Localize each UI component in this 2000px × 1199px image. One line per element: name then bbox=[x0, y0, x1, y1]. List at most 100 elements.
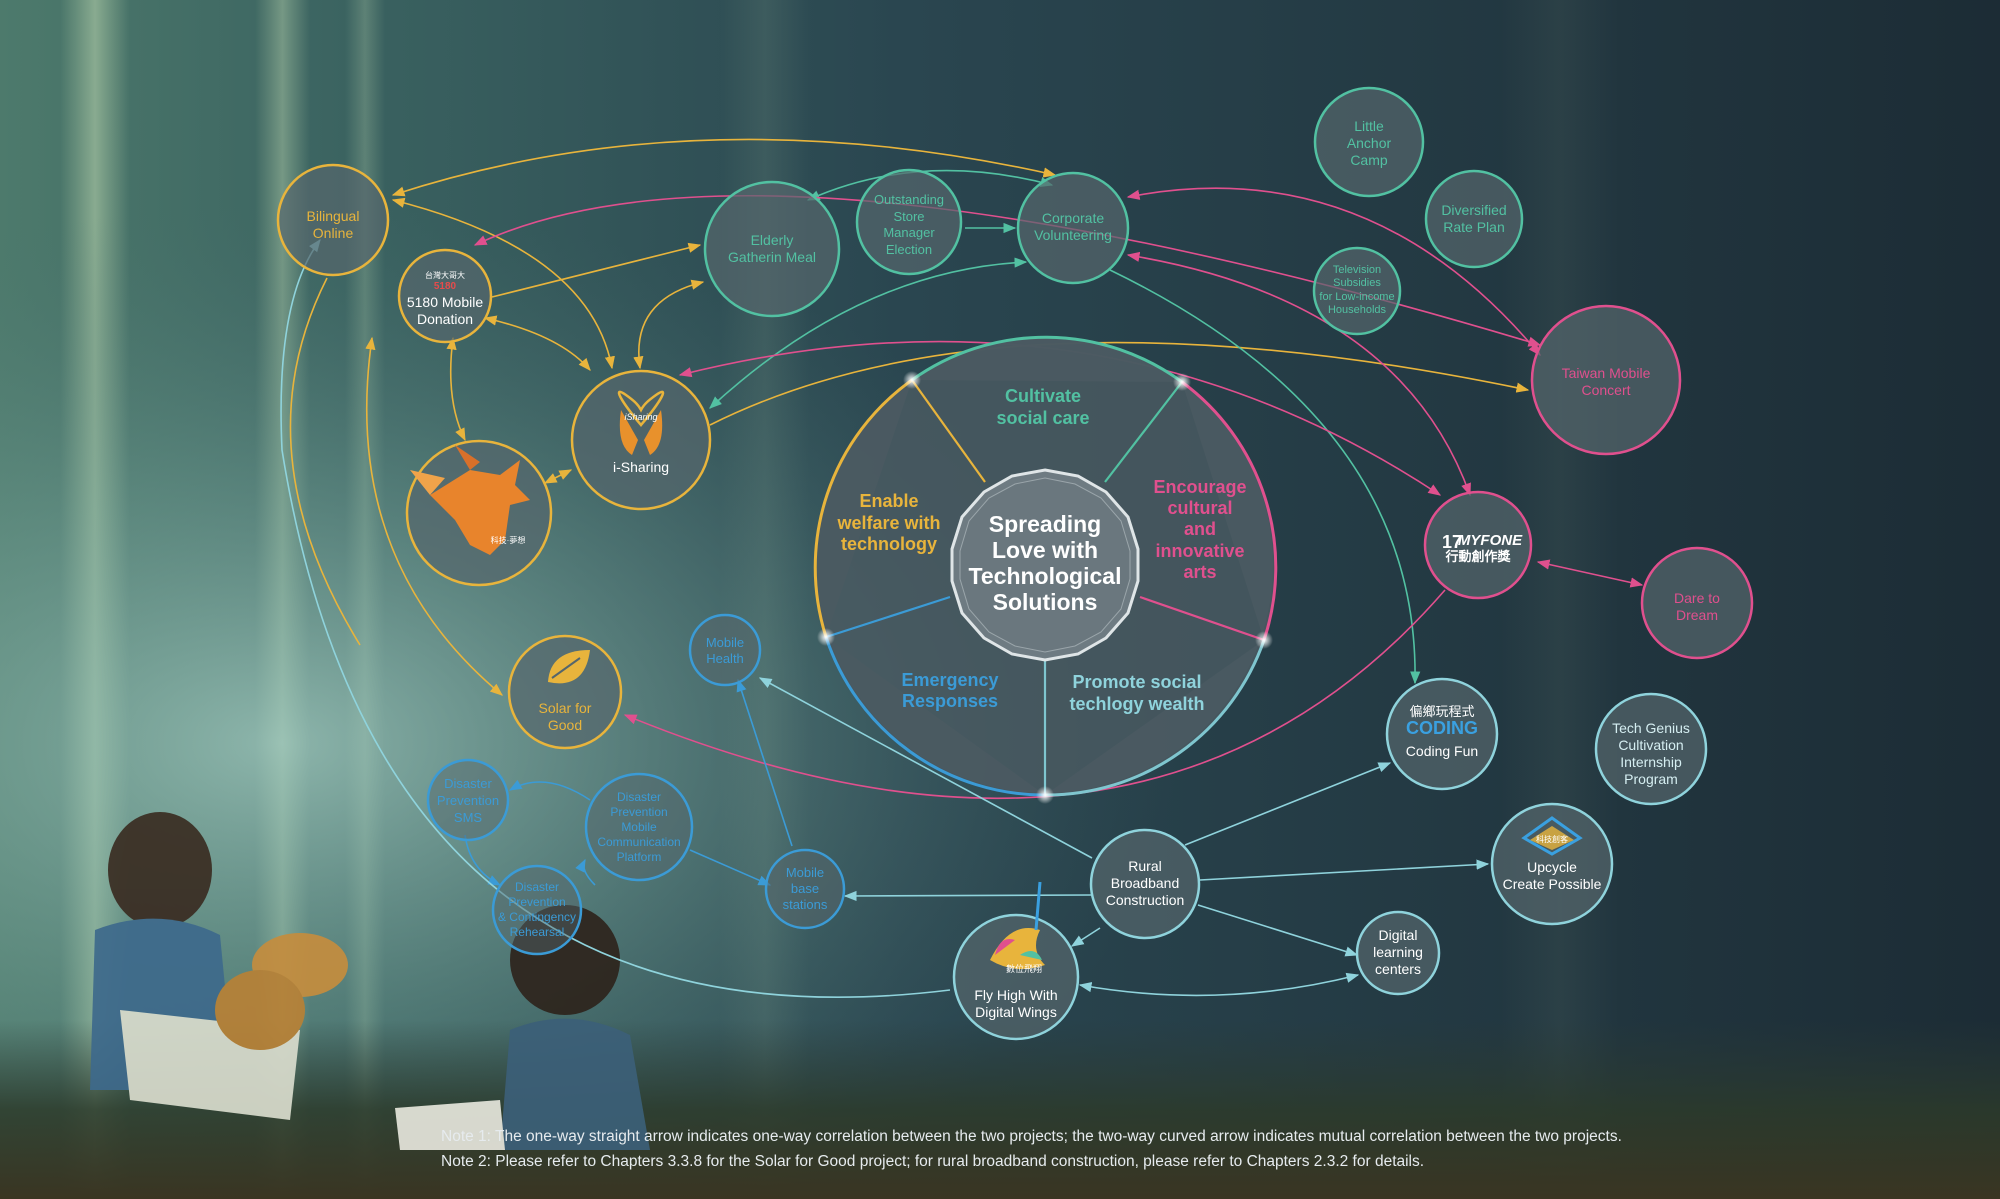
node-pegasus[interactable]: 科技·夢想 bbox=[405, 439, 553, 587]
svg-text:Emergency: Emergency bbox=[901, 670, 998, 690]
svg-text:5180: 5180 bbox=[434, 281, 457, 292]
svg-text:learning: learning bbox=[1373, 944, 1423, 960]
center-title: Spreading Love with Technological Soluti… bbox=[969, 511, 1122, 615]
svg-text:Encourage: Encourage bbox=[1153, 477, 1246, 497]
svg-text:Online: Online bbox=[313, 225, 354, 241]
svg-text:centers: centers bbox=[1375, 961, 1421, 977]
svg-text:cultural: cultural bbox=[1167, 498, 1232, 518]
node-elderly-gathering-meal[interactable]: Elderly Gatherin Meal bbox=[703, 180, 841, 318]
pegasus-icon: 科技·夢想 bbox=[410, 445, 530, 555]
node-fly-high-digital-wings[interactable]: 數位飛翔 Fly High With Digital Wings bbox=[952, 881, 1080, 1041]
svg-text:台灣大哥大: 台灣大哥大 bbox=[425, 270, 465, 280]
footnotes: Note 1: The one-way straight arrow indic… bbox=[441, 1124, 1622, 1174]
node-digital-learning-centers[interactable]: Digital learning centers bbox=[1355, 910, 1441, 996]
heart-hands-icon: iSharing bbox=[617, 390, 665, 455]
svg-text:Concert: Concert bbox=[1581, 382, 1630, 398]
svg-text:iSharing: iSharing bbox=[624, 412, 657, 422]
node-disaster-prevention-sms[interactable]: Disaster Prevention SMS bbox=[426, 758, 510, 842]
node-disaster-contingency-rehearsal[interactable]: Disaster Prevention & Contingency Rehear… bbox=[491, 864, 583, 956]
node-disaster-prevention-platform[interactable]: Disaster Prevention Mobile Communication… bbox=[584, 772, 694, 882]
svg-text:Diversified: Diversified bbox=[1441, 202, 1506, 218]
node-diversified-rate-plan[interactable]: Diversified Rate Plan bbox=[1424, 169, 1524, 269]
svg-text:Digital: Digital bbox=[1379, 927, 1418, 943]
svg-text:welfare with: welfare with bbox=[836, 513, 940, 533]
svg-text:techlogy wealth: techlogy wealth bbox=[1069, 694, 1204, 714]
svg-text:Prevention: Prevention bbox=[437, 793, 499, 808]
svg-text:Dream: Dream bbox=[1676, 607, 1718, 623]
svg-text:科技·夢想: 科技·夢想 bbox=[491, 535, 526, 545]
svg-text:Households: Households bbox=[1328, 304, 1387, 316]
node-television-subsidies[interactable]: Television Subsidies for Low-income Hous… bbox=[1312, 246, 1402, 336]
svg-text:Coding Fun: Coding Fun bbox=[1406, 743, 1478, 759]
svg-text:Disaster: Disaster bbox=[617, 790, 661, 804]
node-mobile-health[interactable]: Mobile Health bbox=[688, 613, 762, 687]
node-myfone-creation-award[interactable]: 17 MYFONE 行動創作獎 bbox=[1423, 490, 1533, 600]
central-wheel bbox=[813, 335, 1278, 804]
node-mobile-base-stations[interactable]: Mobile base stations bbox=[764, 848, 846, 930]
node-bilingual-online[interactable]: Bilingual Online bbox=[276, 163, 390, 277]
svg-text:Disaster: Disaster bbox=[515, 880, 559, 894]
myfone-logo: 17 MYFONE 行動創作獎 bbox=[1442, 532, 1523, 564]
svg-text:Election: Election bbox=[886, 242, 932, 257]
node-corporate-volunteering[interactable]: Corporate Volunteering bbox=[1016, 171, 1130, 285]
svg-text:Enable: Enable bbox=[859, 491, 918, 511]
svg-text:Construction: Construction bbox=[1106, 892, 1185, 908]
svg-text:Broadband: Broadband bbox=[1111, 875, 1180, 891]
node-outstanding-store-manager[interactable]: Outstanding Store Manager Election bbox=[855, 168, 963, 276]
note-1: Note 1: The one-way straight arrow indic… bbox=[441, 1128, 1622, 1145]
node-dare-to-dream[interactable]: Dare to Dream bbox=[1640, 546, 1754, 660]
note-2: Note 2: Please refer to Chapters 3.3.8 f… bbox=[441, 1153, 1425, 1170]
svg-text:arts: arts bbox=[1183, 562, 1216, 582]
svg-text:Health: Health bbox=[706, 651, 744, 666]
leaf-solar-icon bbox=[548, 650, 590, 684]
svg-text:Good: Good bbox=[548, 717, 582, 733]
svg-text:Disaster: Disaster bbox=[444, 776, 492, 791]
coding-logo: 偏鄉玩程式 CODING bbox=[1406, 704, 1478, 738]
svg-text:base: base bbox=[791, 881, 819, 896]
svg-text:Solutions: Solutions bbox=[993, 589, 1098, 615]
svg-text:stations: stations bbox=[783, 897, 828, 912]
svg-text:Mobile: Mobile bbox=[786, 865, 824, 880]
svg-text:Little: Little bbox=[1354, 118, 1384, 134]
svg-text:Technological: Technological bbox=[969, 563, 1122, 589]
svg-text:CODING: CODING bbox=[1406, 718, 1478, 738]
svg-text:Prevention: Prevention bbox=[508, 895, 565, 909]
svg-text:Internship: Internship bbox=[1620, 754, 1682, 770]
digital-wings-icon: 數位飛翔 bbox=[990, 881, 1045, 974]
svg-text:social care: social care bbox=[996, 408, 1089, 428]
svg-text:Gatherin Meal: Gatherin Meal bbox=[728, 249, 816, 265]
svg-text:Rehearsal: Rehearsal bbox=[510, 925, 565, 939]
svg-text:Promote social: Promote social bbox=[1072, 672, 1201, 692]
svg-text:Taiwan Mobile: Taiwan Mobile bbox=[1562, 365, 1651, 381]
svg-text:Manager: Manager bbox=[883, 225, 935, 240]
svg-text:Camp: Camp bbox=[1350, 152, 1388, 168]
svg-text:Donation: Donation bbox=[417, 311, 473, 327]
svg-text:Rural: Rural bbox=[1128, 858, 1161, 874]
node-rural-broadband-construction[interactable]: Rural Broadband Construction bbox=[1089, 828, 1201, 940]
node-little-anchor-camp[interactable]: Little Anchor Camp bbox=[1313, 86, 1425, 198]
svg-text:17: 17 bbox=[1442, 532, 1462, 552]
node-taiwan-mobile-concert[interactable]: Taiwan Mobile Concert bbox=[1530, 304, 1682, 456]
node-solar-for-good[interactable]: Solar for Good bbox=[507, 634, 623, 750]
svg-text:Cultivate: Cultivate bbox=[1005, 386, 1081, 406]
children-silhouette bbox=[90, 812, 650, 1150]
svg-text:Solar for: Solar for bbox=[539, 700, 592, 716]
svg-text:Outstanding: Outstanding bbox=[874, 192, 944, 207]
svg-text:偏鄉玩程式: 偏鄉玩程式 bbox=[1409, 704, 1474, 719]
svg-text:Bilingual: Bilingual bbox=[307, 208, 360, 224]
svg-text:Fly High With: Fly High With bbox=[974, 987, 1057, 1003]
svg-text:Cultivation: Cultivation bbox=[1618, 737, 1683, 753]
node-coding-fun[interactable]: 偏鄉玩程式 CODING Coding Fun bbox=[1385, 677, 1499, 791]
svg-text:Corporate: Corporate bbox=[1042, 210, 1104, 226]
svg-text:Mobile: Mobile bbox=[706, 635, 744, 650]
node-upcycle[interactable]: 科技創客 Upcycle Create Possible bbox=[1490, 802, 1614, 926]
svg-text:Volunteering: Volunteering bbox=[1034, 227, 1112, 243]
sector-wealth: Promote social techlogy wealth bbox=[1069, 672, 1204, 714]
node-tech-genius-program[interactable]: Tech Genius Cultivation Internship Progr… bbox=[1594, 692, 1708, 806]
node-5180-mobile-donation[interactable]: 台灣大哥大 5180 5180 Mobile Donation bbox=[397, 248, 493, 344]
svg-text:Prevention: Prevention bbox=[610, 805, 667, 819]
node-i-sharing[interactable]: iSharing i-Sharing bbox=[570, 369, 712, 511]
svg-text:Upcycle: Upcycle bbox=[1527, 859, 1577, 875]
svg-text:Subsidies: Subsidies bbox=[1333, 277, 1381, 289]
sector-emergency: Emergency Responses bbox=[901, 670, 998, 711]
